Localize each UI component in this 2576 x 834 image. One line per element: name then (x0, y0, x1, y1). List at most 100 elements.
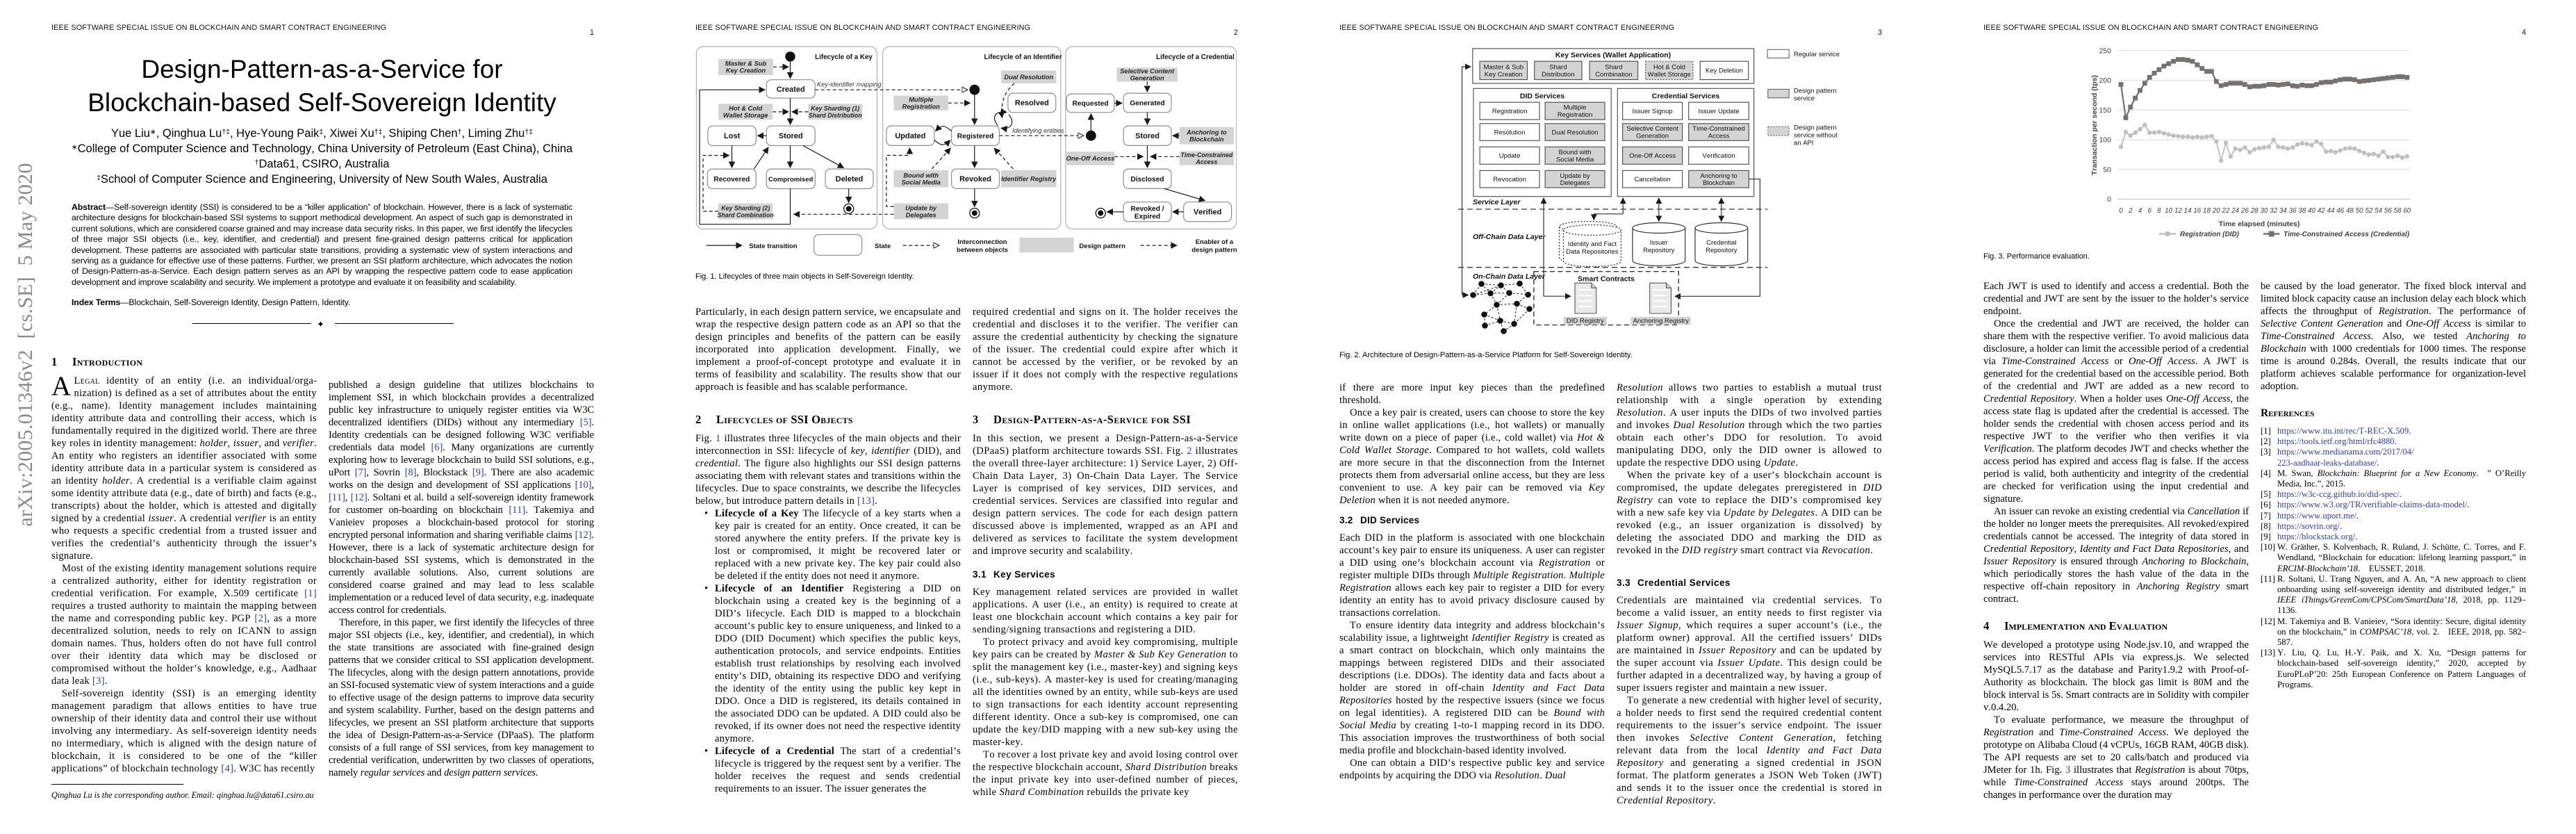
svg-text:One-Off Access: One-Off Access (1629, 152, 1676, 160)
svg-text:Hot & Cold: Hot & Cold (1653, 63, 1685, 71)
svg-text:Lifecycle of a Key: Lifecycle of a Key (815, 54, 873, 61)
svg-text:Issuer Update: Issuer Update (1698, 108, 1739, 115)
svg-text:Resolution: Resolution (1494, 129, 1526, 136)
svg-text:50: 50 (2103, 165, 2111, 174)
svg-text:14: 14 (2184, 207, 2192, 215)
svg-text:Key Services (Wallet Applicati: Key Services (Wallet Application) (1555, 51, 1671, 60)
svg-text:between objects: between objects (957, 247, 1008, 254)
svg-text:Data Repositories: Data Repositories (1566, 248, 1619, 256)
svg-text:Issuer: Issuer (1650, 239, 1668, 247)
svg-text:Multiple: Multiple (1564, 104, 1587, 112)
svg-text:Update by: Update by (905, 204, 937, 211)
svg-text:Time elapsed (minutes): Time elapsed (minutes) (2219, 220, 2300, 229)
svg-text:60: 60 (2403, 207, 2411, 215)
svg-text:Created: Created (777, 85, 805, 94)
svg-text:Updated: Updated (895, 132, 925, 140)
svg-text:10: 10 (2165, 207, 2172, 215)
svg-text:Key Creation: Key Creation (1485, 71, 1523, 79)
svg-text:Key Sharding (1): Key Sharding (1) (811, 105, 859, 112)
svg-text:Shard: Shard (1605, 63, 1622, 71)
svg-text:4: 4 (2138, 207, 2142, 215)
svg-text:Registration (DID): Registration (DID) (2180, 231, 2240, 238)
svg-text:Resolved: Resolved (1015, 99, 1049, 108)
svg-text:On-Chain Data Layer: On-Chain Data Layer (1473, 272, 1546, 281)
svg-text:Selective Content: Selective Content (1120, 68, 1175, 75)
svg-text:Registered: Registered (957, 133, 994, 140)
svg-text:Verification: Verification (1703, 152, 1735, 160)
svg-text:Enabler of a: Enabler of a (1196, 238, 1234, 246)
svg-text:250: 250 (2099, 47, 2111, 55)
svg-text:Key Sharding (2): Key Sharding (2) (721, 204, 770, 211)
svg-text:22: 22 (2222, 207, 2230, 215)
svg-text:Revoked /: Revoked / (1130, 205, 1164, 213)
svg-text:Delegates: Delegates (906, 211, 936, 218)
svg-text:DID Registry: DID Registry (1567, 318, 1604, 325)
svg-text:Verified: Verified (1194, 208, 1221, 217)
svg-text:DID Services: DID Services (1520, 92, 1564, 101)
svg-text:Access: Access (1708, 133, 1730, 140)
svg-text:58: 58 (2394, 207, 2402, 215)
svg-text:Deleted: Deleted (836, 175, 864, 183)
svg-text:Design pattern: Design pattern (1079, 243, 1125, 250)
svg-text:18: 18 (2203, 207, 2211, 215)
svg-text:Combination: Combination (1595, 71, 1632, 79)
svg-text:Interconnection: Interconnection (957, 238, 1007, 246)
svg-text:Distribution: Distribution (1542, 71, 1575, 79)
svg-text:Anchoring to: Anchoring to (1700, 172, 1737, 180)
svg-text:0: 0 (2107, 195, 2111, 204)
svg-text:50: 50 (2356, 207, 2363, 215)
svg-text:Design pattern: Design pattern (1794, 88, 1837, 95)
svg-text:Generation: Generation (1636, 133, 1669, 140)
svg-text:Registration: Registration (1492, 108, 1528, 115)
svg-text:6: 6 (2147, 207, 2152, 215)
svg-text:Repository: Repository (1706, 247, 1737, 254)
svg-text:34: 34 (2279, 207, 2287, 215)
svg-text:Off-Chain Data Layer: Off-Chain Data Layer (1473, 233, 1546, 241)
svg-text:44: 44 (2327, 207, 2335, 215)
svg-text:46: 46 (2336, 207, 2344, 215)
svg-text:38: 38 (2298, 207, 2306, 215)
svg-text:Registration: Registration (1558, 111, 1593, 119)
svg-text:Social Media: Social Media (1556, 156, 1594, 163)
svg-text:Time-Constrained Access (Crede: Time-Constrained Access (Credential) (2284, 231, 2410, 238)
svg-text:Shard Combination: Shard Combination (718, 211, 774, 218)
svg-text:20: 20 (2212, 207, 2220, 215)
svg-text:Credential: Credential (1706, 239, 1736, 247)
svg-text:State: State (875, 243, 891, 250)
svg-text:Lifecycle of a Credential: Lifecycle of a Credential (1156, 54, 1235, 61)
svg-text:42: 42 (2318, 207, 2325, 215)
svg-text:Master & Sub: Master & Sub (1483, 63, 1524, 71)
svg-text:Recovered: Recovered (713, 176, 750, 183)
svg-text:Repository: Repository (1643, 247, 1675, 254)
svg-text:Identity and Fact: Identity and Fact (1568, 240, 1617, 248)
svg-text:Issuer Signup: Issuer Signup (1633, 108, 1673, 115)
svg-text:Revoked: Revoked (959, 175, 991, 183)
svg-text:Wallet Storage: Wallet Storage (1648, 71, 1691, 79)
svg-text:Expired: Expired (1134, 213, 1160, 220)
svg-text:Master & Sub: Master & Sub (725, 60, 767, 67)
svg-text:52: 52 (2365, 207, 2372, 215)
svg-text:26: 26 (2240, 207, 2249, 215)
svg-text:24: 24 (2231, 207, 2239, 215)
svg-text:Bound with: Bound with (1559, 149, 1592, 156)
svg-text:Revocation: Revocation (1493, 176, 1526, 183)
svg-text:Multiple: Multiple (909, 96, 933, 103)
svg-text:Disclosed: Disclosed (1130, 176, 1164, 183)
svg-text:Compromised: Compromised (768, 176, 814, 183)
svg-text:an API: an API (1794, 140, 1814, 147)
svg-text:Time-Constrained: Time-Constrained (1692, 125, 1745, 133)
svg-text:32: 32 (2270, 207, 2277, 215)
svg-text:56: 56 (2384, 207, 2392, 215)
svg-text:Update by: Update by (1560, 172, 1590, 180)
svg-text:Lost: Lost (724, 132, 741, 140)
svg-text:Identifying entities: Identifying entities (1012, 127, 1064, 134)
svg-text:12: 12 (2174, 207, 2182, 215)
svg-text:2: 2 (2128, 207, 2133, 215)
svg-text:service: service (1794, 95, 1815, 103)
svg-text:Smart Contracts: Smart Contracts (1578, 275, 1635, 284)
svg-text:100: 100 (2099, 136, 2111, 145)
svg-text:Credential Services: Credential Services (1652, 92, 1720, 101)
svg-text:Cancellation: Cancellation (1634, 176, 1670, 183)
svg-text:Access: Access (1196, 158, 1218, 165)
svg-text:54: 54 (2375, 207, 2382, 215)
